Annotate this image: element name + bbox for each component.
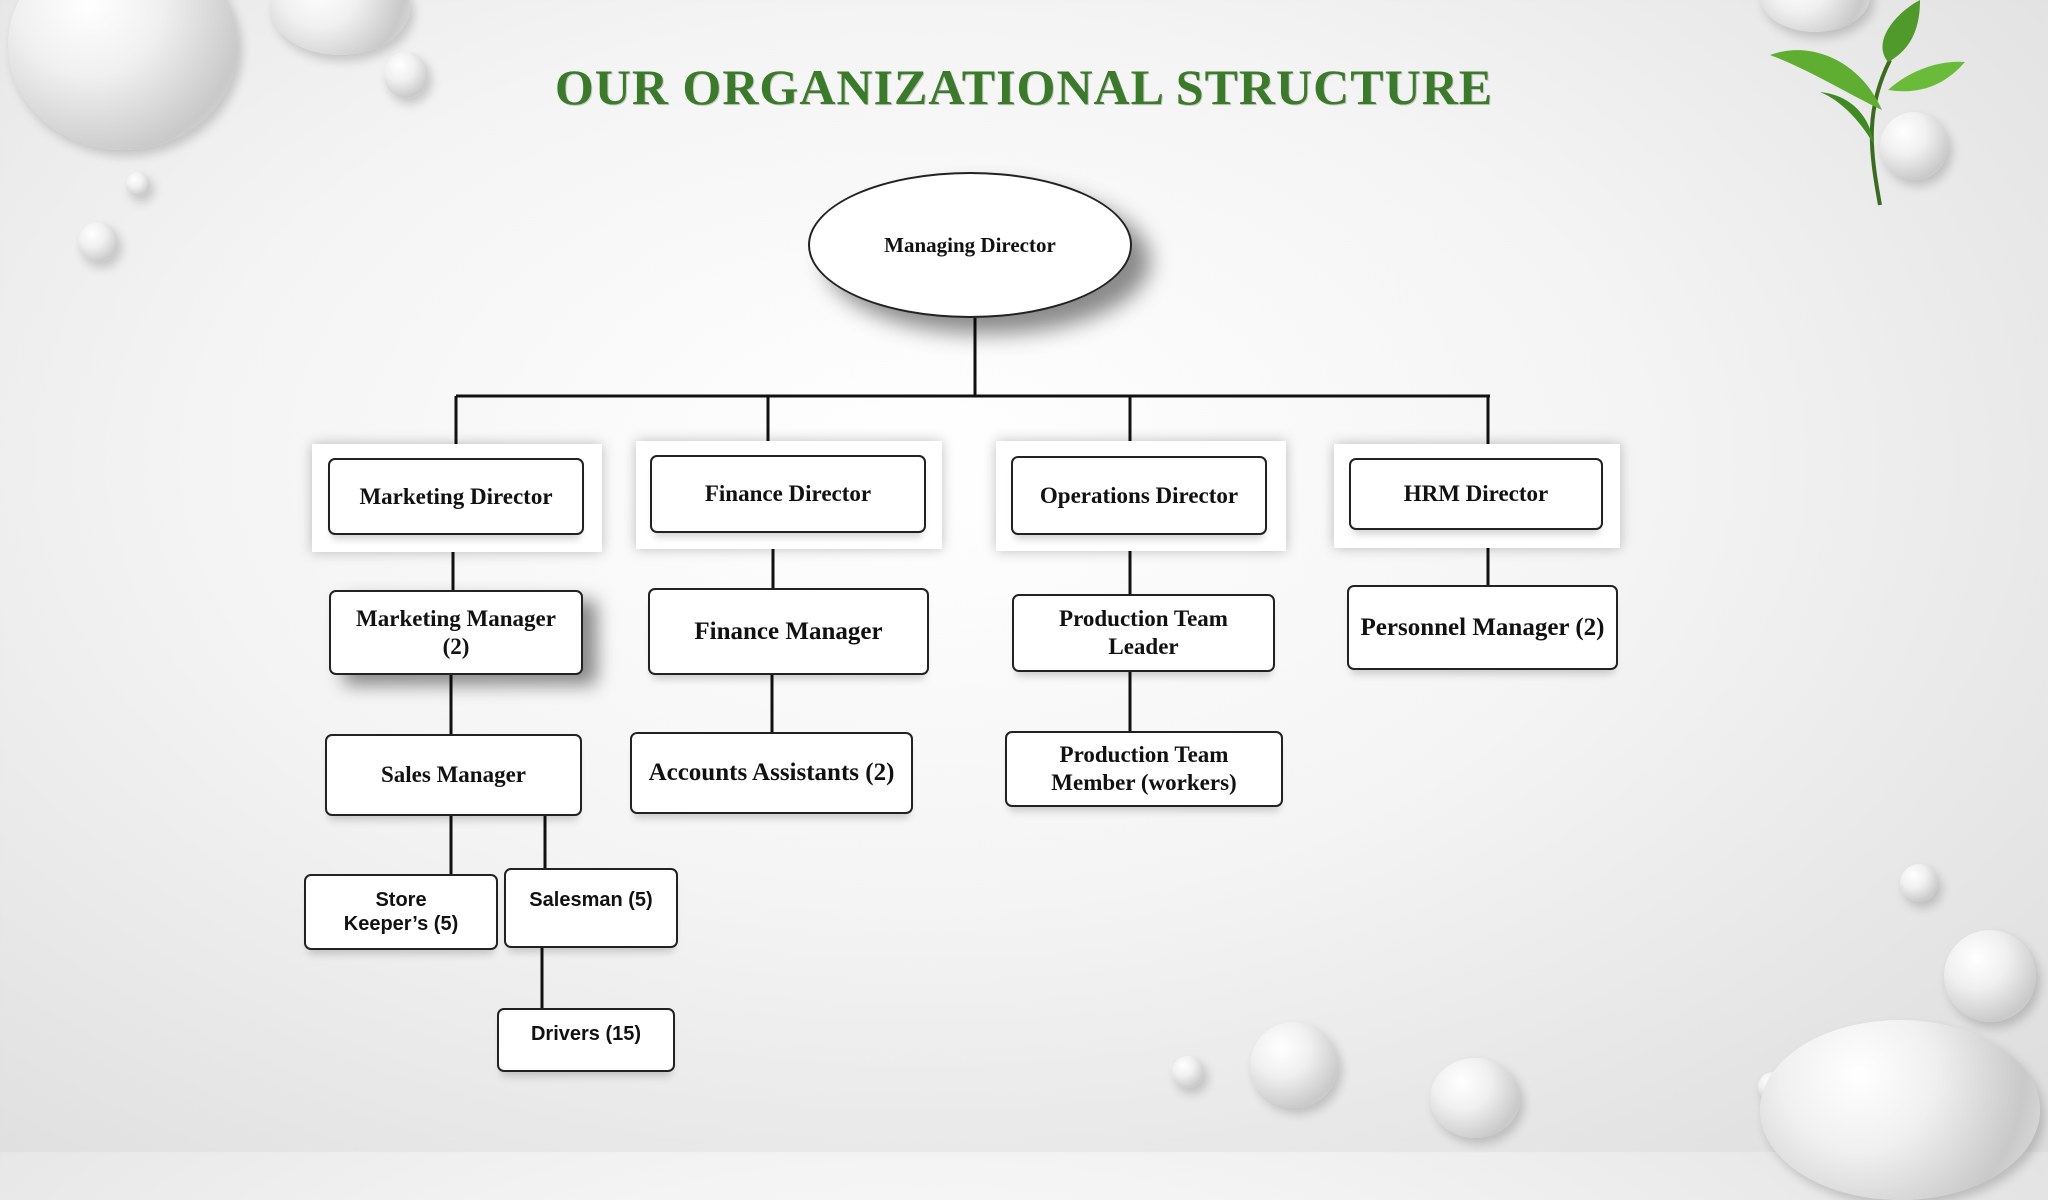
node-label: Personnel Manager (2) <box>1360 613 1605 641</box>
node-personnel-manager: Personnel Manager (2) <box>1347 585 1618 670</box>
node-operations-director: Operations Director <box>1011 456 1267 535</box>
node-label: Salesman (5) <box>529 889 653 911</box>
page-title: OUR ORGANIZATIONAL STRUCTURE <box>554 59 1494 115</box>
water-drop-icon <box>1430 1058 1520 1138</box>
node-label: Operations Director <box>1039 482 1239 508</box>
water-drop-icon <box>1944 930 2036 1022</box>
node-label: Drivers (15) <box>530 1023 642 1045</box>
water-drop-icon <box>1250 1022 1338 1108</box>
node-label: Production Team Member (workers) <box>1051 742 1237 795</box>
node-label: Production Team Leader <box>1059 606 1228 659</box>
water-drop-icon <box>78 222 118 262</box>
node-sales-manager: Sales Manager <box>325 734 582 816</box>
node-managing-director: Managing Director <box>808 172 1132 318</box>
node-finance-manager: Finance Manager <box>648 588 929 675</box>
node-label: HRM Director <box>1403 481 1549 507</box>
node-label: Finance Director <box>704 481 872 507</box>
water-drop-icon <box>126 172 150 196</box>
node-label: Finance Manager <box>694 617 883 645</box>
node-marketing-director: Marketing Director <box>328 458 584 535</box>
node-store-keepers: Store Keeper’s (5) <box>304 874 498 950</box>
node-label: Store Keeper’s (5) <box>343 889 459 935</box>
node-label: Marketing Manager (2) <box>356 605 556 659</box>
node-drivers: Drivers (15) <box>497 1008 675 1072</box>
node-label: Sales Manager <box>380 762 526 788</box>
node-label: Marketing Director <box>359 483 553 509</box>
node-label: Managing Director <box>884 232 1056 257</box>
node-production-team-member: Production Team Member (workers) <box>1005 731 1283 807</box>
water-drop-icon <box>1900 864 1938 902</box>
water-drop-icon <box>384 52 428 98</box>
tea-leaf-icon <box>1770 0 1965 206</box>
node-hrm-director: HRM Director <box>1349 458 1603 530</box>
node-accounts-assistants: Accounts Assistants (2) <box>630 732 913 814</box>
node-label: Accounts Assistants (2) <box>648 759 895 786</box>
water-drop-icon <box>1880 112 1948 180</box>
node-finance-director: Finance Director <box>650 455 926 533</box>
water-drop-icon <box>1172 1056 1204 1088</box>
node-marketing-manager: Marketing Manager (2) <box>329 590 583 675</box>
node-production-team-leader: Production Team Leader <box>1012 594 1275 672</box>
node-salesman: Salesman (5) <box>504 868 678 948</box>
org-connectors <box>449 318 1490 1008</box>
